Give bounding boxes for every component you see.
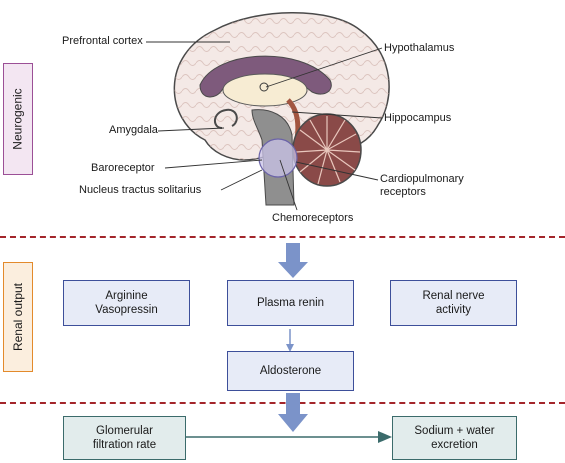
hypothalamus-marker	[259, 82, 269, 92]
neurogenic-section-tab: Neurogenic	[3, 63, 33, 175]
cerebellum-folia	[295, 116, 361, 185]
arginine-vasopressin-box: Arginine Vasopressin	[63, 280, 190, 326]
hippocampus-label: Hippocampus	[384, 112, 452, 124]
amygdala-shape	[214, 108, 238, 129]
section-divider-top	[0, 236, 565, 238]
nucleus-tractus-solitarius-region	[258, 138, 298, 178]
arrow-neuro-to-renin	[278, 243, 308, 278]
cardiopulmonary-receptors-label: Cardiopulmonary receptors	[380, 173, 464, 199]
sodium-water-excretion-box: Sodium + water excretion	[392, 416, 517, 460]
renal-nerve-activity-box: Renal nerve activity	[390, 280, 517, 326]
arrow-gfr-to-excretion-head	[378, 431, 392, 443]
hypothalamus-label: Hypothalamus	[384, 42, 455, 54]
leader-lines	[146, 41, 383, 211]
flow-arrows	[186, 243, 392, 443]
nucleus-tractus-solitarius-label: Nucleus tractus solitarius	[79, 184, 202, 196]
cardiopulmonary-label-line2: receptors	[380, 186, 426, 198]
amygdala-label: Amygdala	[109, 124, 158, 136]
aldosterone-box: Aldosterone	[227, 351, 354, 391]
section-divider-bottom	[0, 402, 565, 404]
glomerular-filtration-rate-box: Glomerular filtration rate	[63, 416, 186, 460]
chemoreceptors-label: Chemoreceptors	[272, 212, 354, 224]
arrow-renin-to-aldosterone-head	[286, 344, 294, 352]
arrow-aldosterone-down	[278, 393, 308, 432]
corpus-callosum-shape	[199, 55, 332, 98]
cardiopulmonary-label-line1: Cardiopulmonary	[380, 173, 464, 185]
renal-output-section-tab: Renal output	[3, 262, 33, 372]
baroreceptor-label: Baroreceptor	[91, 162, 155, 174]
plasma-renin-box: Plasma renin	[227, 280, 354, 326]
prefrontal-cortex-label: Prefrontal cortex	[62, 35, 143, 47]
